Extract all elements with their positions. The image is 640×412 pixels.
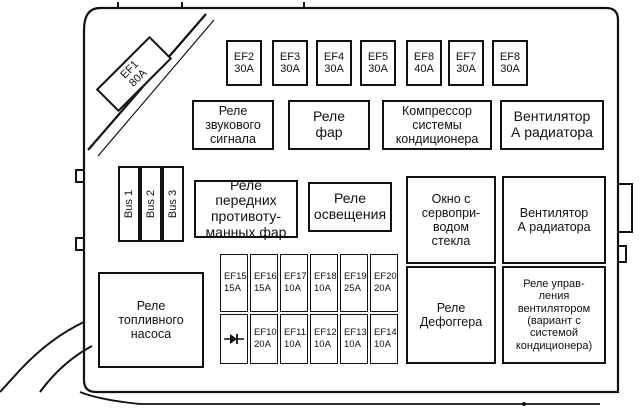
fuse-name: EF7 [455,50,477,63]
fuse-rating: 20A [374,283,391,294]
relay-defogger: Реле Дефоггера [406,266,496,364]
diode-icon [224,334,244,344]
fuse-ef4: EF4 30A [316,40,352,86]
fuse-rating: 15A [254,283,271,294]
fuse-name: EF19 [344,271,367,283]
fuse-rating: 30A [456,63,476,75]
fuse-ef16: EF16 15A [250,254,278,312]
fuse-rating: 25A [344,283,361,294]
relay-headlight: Реле фар [288,100,370,150]
bus-2: Bus 2 [140,166,162,242]
fuse-name: EF2 [233,50,255,63]
fuse-rating: 30A [500,63,520,75]
fuse-ef11: EF11 10A [280,314,308,364]
fuse-rating: 10A [344,339,361,350]
fuse-ef20: EF20 20A [370,254,398,312]
bus-3: Bus 3 [162,166,184,242]
fuse-ef7: EF7 30A [448,40,484,86]
bus-label: Bus 1 [123,189,136,219]
fuse-name: EF15 [224,271,247,283]
fuse-ef10: EF10 20A [250,314,278,364]
fuse-rating: 10A [314,339,331,350]
fuse-rating: 20A [254,339,271,350]
fuse-rating: 30A [368,63,388,75]
relay-fan-control: Реле управ- ления вентилятором (вариант … [502,266,606,364]
fuse-name: EF11 [284,327,307,339]
fuse-name: EF8 [499,50,521,63]
fuse-rating: 30A [280,63,300,75]
fuse-ef14: EF14 10A [370,314,398,364]
fuse-rating: 40A [414,63,434,75]
fuse-ef19: EF19 25A [340,254,368,312]
relay-lighting: Реле освещения [308,182,392,232]
fuse-name: EF10 [254,327,277,339]
fuse-name: EF16 [254,271,277,283]
fuse-name: EF14 [374,327,397,339]
fuse-rating: 10A [374,339,391,350]
relay-fuel-pump: Реле топливного насоса [98,272,204,368]
fuse-ef5: EF5 30A [360,40,396,86]
fuse-name: EF13 [344,327,367,339]
fuse-name: EF17 [284,271,307,283]
fuse-ef18: EF18 10A [310,254,338,312]
bus-label: Bus 2 [145,189,158,219]
fuse-name: EF20 [374,271,397,283]
fuse-ef15: EF15 15A [220,254,248,312]
fuse-name: EF3 [279,50,301,63]
fuse-ef17: EF17 10A [280,254,308,312]
ac-compressor: Компрессор системы кондиционера [382,100,492,150]
fuse-ef3: EF3 30A [272,40,308,86]
fuse-rating: 30A [234,63,254,75]
fuse-name: EF12 [314,327,337,339]
fuse-name: EF18 [314,271,337,283]
fuse-name: EF4 [323,50,345,63]
fuse-rating: 10A [284,339,301,350]
relay-front-fog: Реле передних противоту- манных фар [194,177,298,240]
bus-label: Bus 3 [167,189,180,219]
fuse-ef8-40a: EF8 40A [406,40,442,86]
power-window: Окно с сервопри- водом стекла [406,176,496,264]
relay-horn: Реле звукового сигнала [192,100,274,150]
diode [220,314,248,364]
bus-1: Bus 1 [118,166,140,242]
fuse-ef2: EF2 30A [226,40,262,86]
radiator-fan-a-mid: Вентилятор А радиатора [502,176,606,264]
radiator-fan-a-top: Вентилятор А радиатора [500,100,604,150]
fuse-rating: 10A [284,283,301,294]
fuse-name: EF5 [367,50,389,63]
fuse-ef12: EF12 10A [310,314,338,364]
fuse-ef13: EF13 10A [340,314,368,364]
fuse-rating: 30A [324,63,344,75]
fuse-name: EF8 [413,50,435,63]
fuse-rating: 10A [314,283,331,294]
fuse-rating: 15A [224,283,241,294]
fuse-ef8-30a: EF8 30A [492,40,528,86]
